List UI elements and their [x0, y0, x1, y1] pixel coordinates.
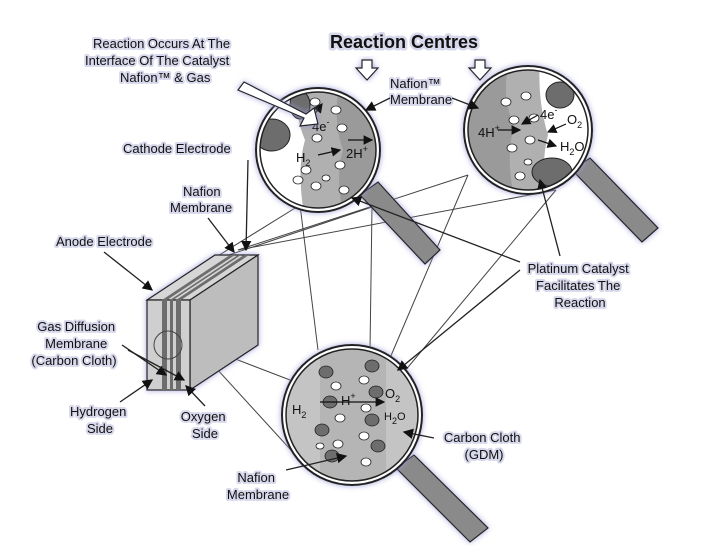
label-hydrogen-side: Hydrogen Side — [70, 404, 130, 436]
label-anode-electrode: Anode Electrode — [56, 234, 152, 249]
mea-water: H2O — [384, 411, 406, 426]
membrane-electrode-lens: H2 H+ O2 H2O — [281, 344, 489, 543]
lens-handle — [395, 454, 489, 543]
lens-handle — [359, 181, 441, 265]
cathode-reaction-lens: 4e- 4H+ O2 H2O — [463, 65, 659, 243]
label-gas-diffusion: Gas Diffusion Membrane (Carbon Cloth) — [31, 319, 118, 368]
label-carbon-cloth: Carbon Cloth (GDM) — [444, 430, 524, 462]
cathode-electrons: 4e- — [540, 105, 557, 122]
mea-oxygen: O2 — [385, 386, 400, 404]
diagram-title: Reaction Centres — [330, 32, 478, 52]
label-cathode-electrode: Cathode Electrode — [123, 141, 231, 156]
label-reaction-interface: Reaction Occurs At The Interface Of The … — [85, 36, 234, 85]
label-nafion-membrane-top: Nafion™ Membrane — [390, 76, 452, 107]
mea-proton: H+ — [341, 391, 356, 408]
title-arrows — [354, 59, 493, 81]
cathode-oxygen: O2 — [567, 112, 582, 130]
interface-pointer-arrow — [237, 81, 319, 127]
label-nafion-membrane-bottom: Nafion Membrane — [227, 470, 289, 502]
anode-hydrogen: H2 — [296, 150, 310, 168]
mea-hydrogen: H2 — [292, 402, 306, 420]
cathode-water: H2O — [560, 139, 585, 157]
anode-protons: 2H+ — [346, 144, 368, 161]
label-oxygen-side: Oxygen Side — [181, 409, 229, 441]
lens-handle — [571, 157, 659, 243]
label-nafion-membrane-mid: Nafion Membrane — [170, 184, 232, 215]
label-platinum-catalyst: Platinum Catalyst Facilitates The Reacti… — [528, 261, 633, 310]
cathode-protons: 4H+ — [478, 123, 500, 140]
